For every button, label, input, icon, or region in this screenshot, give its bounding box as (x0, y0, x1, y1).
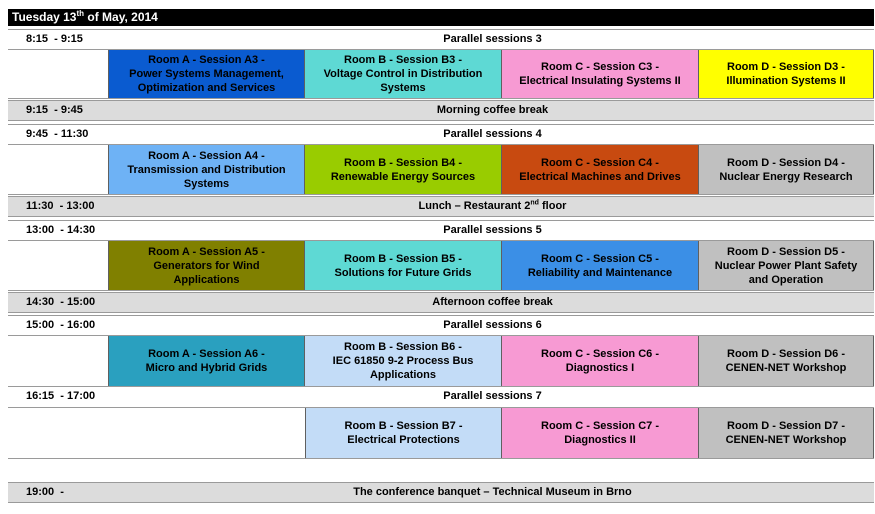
time-label: 9:15 - 9:45 (26, 104, 83, 116)
sessions-7-block: Room B - Session B7 - Electrical Protect… (8, 408, 874, 459)
session-d3[interactable]: Room D - Session D3 - Illumination Syste… (699, 50, 874, 98)
session-b4[interactable]: Room B - Session B4 - Renewable Energy S… (305, 145, 502, 194)
sessions-5-block: Room A - Session A5 - Generators for Win… (8, 241, 874, 291)
parallel-sessions-5-row: 13:00 - 14:30 Parallel sessions 5 (8, 220, 874, 241)
session-b5[interactable]: Room B - Session B5 - Solutions for Futu… (305, 241, 502, 290)
time-label: 15:00 - 16:00 (26, 319, 96, 331)
session-c4[interactable]: Room C - Session C4 - Electrical Machine… (502, 145, 699, 194)
row-title: The conference banquet – Technical Museu… (353, 486, 632, 498)
session-c5[interactable]: Room C - Session C5 - Reliability and Ma… (502, 241, 699, 290)
row-title: Parallel sessions 3 (443, 33, 542, 45)
time-label: 14:30 - 15:00 (26, 296, 96, 308)
sessions-3-block: Room A - Session A3 - Power Systems Mana… (8, 50, 874, 99)
time-label: 16:15 - 17:00 (26, 390, 96, 402)
parallel-sessions-3-row: 8:15 - 9:15 Parallel sessions 3 (8, 29, 874, 50)
session-a3[interactable]: Room A - Session A3 - Power Systems Mana… (108, 50, 305, 98)
session-b7[interactable]: Room B - Session B7 - Electrical Protect… (305, 408, 502, 458)
session-b6[interactable]: Room B - Session B6 - IEC 61850 9-2 Proc… (305, 336, 502, 386)
session-a5[interactable]: Room A - Session A5 - Generators for Win… (108, 241, 305, 290)
parallel-sessions-6-row: 15:00 - 16:00 Parallel sessions 6 (8, 315, 874, 336)
session-b3[interactable]: Room B - Session B3 - Voltage Control in… (305, 50, 502, 98)
row-title: Parallel sessions 5 (443, 224, 542, 236)
sessions-6-block: Room A - Session A6 - Micro and Hybrid G… (8, 336, 874, 387)
session-d7[interactable]: Room D - Session D7 - CENEN-NET Workshop (699, 408, 874, 458)
afternoon-coffee-row: 14:30 - 15:00 Afternoon coffee break (8, 292, 874, 313)
day-header: Tuesday 13th of May, 2014 (8, 9, 874, 26)
time-label: 13:00 - 14:30 (26, 224, 96, 236)
banquet-row: 19:00 - The conference banquet – Technic… (8, 482, 874, 503)
session-a4[interactable]: Room A - Session A4 - Transmission and D… (108, 145, 305, 194)
parallel-sessions-7-row: 16:15 - 17:00 Parallel sessions 7 (8, 387, 874, 408)
session-c6[interactable]: Room C - Session C6 - Diagnostics I (502, 336, 699, 386)
session-d5[interactable]: Room D - Session D5 - Nuclear Power Plan… (699, 241, 874, 290)
parallel-sessions-4-row: 9:45 - 11:30 Parallel sessions 4 (8, 124, 874, 145)
time-label: 8:15 - 9:15 (26, 33, 83, 45)
lunch-row: 11:30 - 13:00 Lunch – Restaurant 2nd flo… (8, 196, 874, 217)
time-label: 9:45 - 11:30 (26, 128, 89, 140)
row-title: Parallel sessions 7 (443, 390, 542, 402)
session-d4[interactable]: Room D - Session D4 - Nuclear Energy Res… (699, 145, 874, 194)
row-title: Parallel sessions 4 (443, 128, 542, 140)
row-title: Afternoon coffee break (432, 296, 553, 308)
session-a6[interactable]: Room A - Session A6 - Micro and Hybrid G… (108, 336, 305, 386)
session-c3[interactable]: Room C - Session C3 - Electrical Insulat… (502, 50, 699, 98)
morning-coffee-row: 9:15 - 9:45 Morning coffee break (8, 100, 874, 121)
time-label: 11:30 - 13:00 (26, 200, 95, 212)
time-label: 19:00 - (26, 486, 64, 498)
session-d6[interactable]: Room D - Session D6 - CENEN-NET Workshop (699, 336, 874, 386)
session-c7[interactable]: Room C - Session C7 - Diagnostics II (502, 408, 699, 458)
row-title: Lunch – Restaurant 2nd floor (418, 199, 567, 212)
sessions-4-block: Room A - Session A4 - Transmission and D… (8, 145, 874, 195)
row-title: Parallel sessions 6 (443, 319, 542, 331)
row-title: Morning coffee break (436, 104, 549, 116)
